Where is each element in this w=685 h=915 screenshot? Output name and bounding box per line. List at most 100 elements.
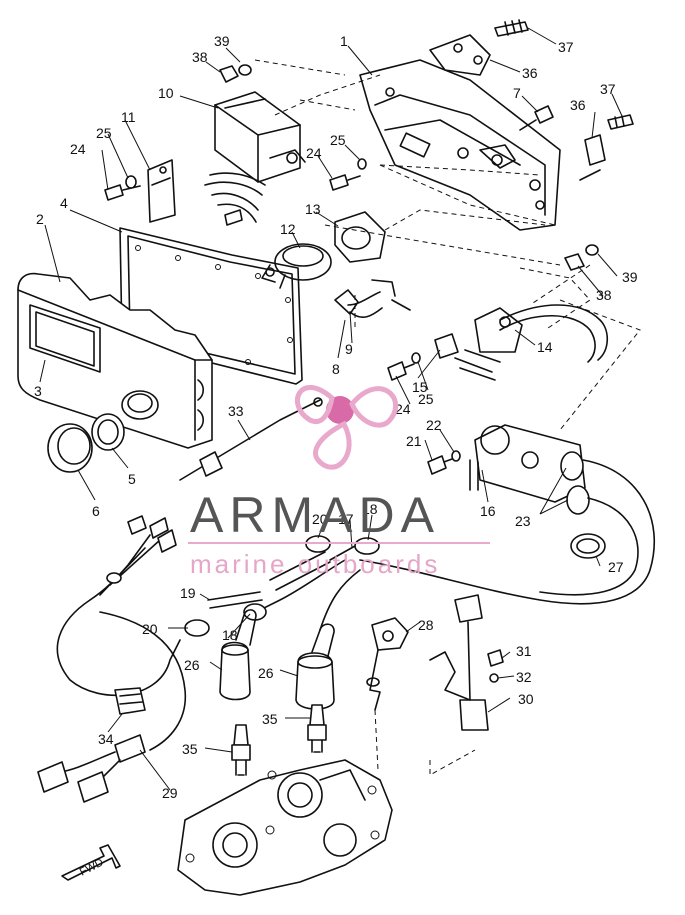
callout-39-lower: 39 <box>622 269 638 285</box>
part-22-washer <box>451 450 461 462</box>
part-23-plug-boot-lower <box>566 485 590 515</box>
part-24-screw-lower <box>387 361 415 381</box>
part-28-sender <box>366 617 409 711</box>
part-31-screw <box>487 649 504 667</box>
callout-20-lower: 20 <box>142 621 158 637</box>
callout-31: 31 <box>516 643 532 659</box>
callout-38-upper: 38 <box>192 49 208 65</box>
part-35-spark-plug-left <box>231 724 251 776</box>
part-20-clamp-lower <box>184 619 210 637</box>
leader-lines <box>39 27 623 791</box>
part-39-washer-lower <box>585 244 599 256</box>
part-13-regulator <box>334 211 386 263</box>
part-24-screw-upper-middle <box>329 174 361 191</box>
wire-harness-upper-left <box>89 515 177 601</box>
part-11-mount-bracket <box>147 159 176 223</box>
part-6-cap <box>47 423 93 473</box>
callout-29: 29 <box>162 785 178 801</box>
callout-19: 19 <box>180 585 196 601</box>
part-36-clamp-right <box>579 134 606 181</box>
part-12-rectifier <box>261 243 332 289</box>
part-8-connector <box>334 279 411 319</box>
part-39-washer-upper <box>238 64 252 76</box>
wire-harness-lower <box>56 599 187 751</box>
part-10-cdi-unit <box>204 91 306 226</box>
part-27-hose-clamp <box>570 533 606 559</box>
part-25-washer-upper-middle <box>357 158 367 170</box>
callout-13: 13 <box>305 201 321 217</box>
callout-25-upper-left: 25 <box>96 125 112 141</box>
part-37-bolt-upper <box>494 19 529 37</box>
watermark: ARMADA marine outboards <box>188 384 490 579</box>
callout-25-lower: 25 <box>418 391 434 407</box>
callout-20-upper: 20 <box>312 511 328 527</box>
callout-17: 17 <box>338 511 354 527</box>
callout-37-upper: 37 <box>558 39 574 55</box>
part-35-spark-plug-right <box>307 704 327 753</box>
callout-1: 1 <box>340 33 348 49</box>
part-30-thermoswitch <box>429 594 489 731</box>
callout-35-left: 35 <box>182 741 198 757</box>
part-14-coil-bracket <box>454 304 609 381</box>
part-7-sensor <box>519 105 554 131</box>
part-37-bolt-right <box>607 114 634 130</box>
part-26-plug-cap-right <box>295 623 335 710</box>
callout-4: 4 <box>60 195 68 211</box>
callout-26-left: 26 <box>184 657 200 673</box>
callout-3: 3 <box>34 383 42 399</box>
callout-18-lower: 18 <box>222 627 238 643</box>
watermark-tagline: marine outboards <box>190 549 440 579</box>
part-17-tube <box>269 545 356 591</box>
callout-12: 12 <box>280 221 296 237</box>
part-36-clamp-upper <box>429 34 491 76</box>
part-19-tube <box>207 591 263 609</box>
callout-22: 22 <box>426 417 442 433</box>
part-25-washer-lower <box>411 352 421 364</box>
callout-7: 7 <box>513 85 521 101</box>
callout-9: 9 <box>345 341 353 357</box>
callout-30: 30 <box>518 691 534 707</box>
callout-labels: 1 2 3 4 5 6 7 8 9 10 11 12 13 14 15 16 1… <box>34 33 638 801</box>
callout-6: 6 <box>92 503 100 519</box>
callout-27: 27 <box>608 559 624 575</box>
part-1-bracket-plate <box>359 59 561 231</box>
callout-36-upper: 36 <box>522 65 538 81</box>
part-26-plug-cap-left <box>219 609 257 701</box>
callout-35-right: 35 <box>262 711 278 727</box>
callout-14: 14 <box>537 339 553 355</box>
callout-24-upper-left: 24 <box>70 141 86 157</box>
callout-34: 34 <box>98 731 114 747</box>
callout-5: 5 <box>128 471 136 487</box>
cylinder-head <box>177 759 393 896</box>
callout-15: 15 <box>412 379 428 395</box>
callout-18-upper: 18 <box>362 501 378 517</box>
propeller-logo-icon <box>295 384 398 470</box>
callout-38-lower: 38 <box>596 287 612 303</box>
callout-23: 23 <box>515 513 531 529</box>
part-24-screw-upper-left <box>104 184 141 201</box>
callout-16: 16 <box>480 503 496 519</box>
callout-24-upper-middle: 24 <box>306 145 322 161</box>
part-2-electrical-cover <box>17 272 213 449</box>
callout-8: 8 <box>332 361 340 377</box>
high-tension-leads <box>249 459 655 631</box>
part-25-washer-upper-left <box>125 175 137 189</box>
callout-2: 2 <box>36 211 44 227</box>
callout-11: 11 <box>121 109 136 125</box>
callout-28: 28 <box>418 617 434 633</box>
part-38-nut-upper <box>219 65 239 83</box>
callout-33: 33 <box>228 403 244 419</box>
watermark-brand: ARMADA <box>190 487 440 543</box>
callout-10: 10 <box>158 85 174 101</box>
callout-21: 21 <box>406 433 422 449</box>
callout-26-right: 26 <box>258 665 274 681</box>
part-34-grommet <box>114 687 146 715</box>
callout-32: 32 <box>516 669 532 685</box>
callout-36-right: 36 <box>570 97 586 113</box>
callout-25-upper-middle: 25 <box>330 132 346 148</box>
callout-37-right: 37 <box>600 81 616 97</box>
part-5-grommet <box>91 413 125 451</box>
callout-24-lower: 24 <box>395 401 411 417</box>
assembly-dash-lines <box>254 59 641 776</box>
